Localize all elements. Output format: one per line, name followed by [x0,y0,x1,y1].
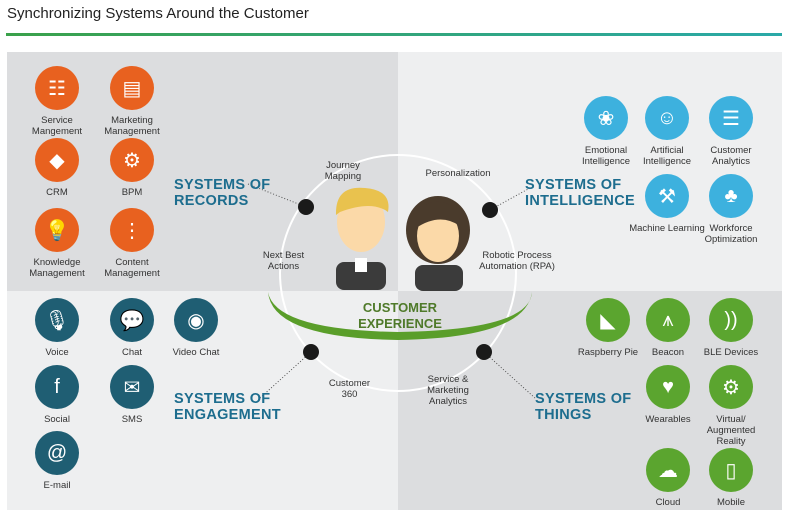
wireless-icon: )) [709,298,753,342]
label-journey-mapping: Journey Mapping [324,160,362,182]
connector-engagement [259,351,312,399]
item-raspberry-pie: ◣ Raspberry Pie [568,298,648,358]
item-label: SMS [121,414,143,425]
item-label: E-mail [43,480,71,491]
social-icon: f [35,365,79,409]
connector-things [483,351,536,399]
billboard-icon: ▤ [110,66,154,110]
item-label: Emotional Intelligence [581,145,631,167]
item-e-mail: @ E-mail [17,431,97,491]
item-label: Content Management [104,257,160,279]
item-label: Wearables [645,414,691,425]
item-label: Mobile [717,497,745,508]
item-label: BPM [121,187,143,198]
sliders-icon: ☷ [35,66,79,110]
item-workforce-optimization: ♣ Workforce Optimization [691,174,771,245]
orbit-circle [279,154,517,392]
pie-icon: ◣ [586,298,630,342]
share-nodes-icon: ⋮ [110,208,154,252]
beacon-icon: ⩚ [646,298,690,342]
item-sms: ✉ SMS [92,365,172,425]
brain-icon: ❀ [584,96,628,140]
item-bpm: ⚙ BPM [92,138,172,198]
handshake-icon: ◆ [35,138,79,182]
item-label: Artificial Intelligence [642,145,692,167]
item-cloud: ☁ Cloud [628,448,708,508]
item-label: Beacon [651,347,685,358]
title-underline [6,33,782,36]
node-things [476,344,492,360]
customer-experience-title: CUSTOMER EXPERIENCE [358,300,442,331]
item-label: Service Mangement [31,115,83,137]
item-crm: ◆ CRM [17,138,97,198]
item-label: Video Chat [172,347,220,358]
label-service-marketing-analytics: Service & Marketing Analytics [427,374,469,407]
lightbulb-icon: 💡 [35,208,79,252]
item-video-chat: ◉ Video Chat [156,298,236,358]
experience-arc [268,292,532,340]
item-label: Machine Learning [629,223,705,234]
item-machine-learning: ⚒ Machine Learning [627,174,707,234]
robot-arm-icon: ⚒ [645,174,689,218]
man-avatar [335,187,389,290]
webcam-icon: ◉ [174,298,218,342]
item-label: Marketing Management [104,115,160,137]
smartwatch-icon: ♥ [646,365,690,409]
item-emotional-intelligence: ❀ Emotional Intelligence [566,96,646,167]
report-icon: ☰ [709,96,753,140]
item-mobile: ▯ Mobile [691,448,771,508]
item-label: Customer Analytics [710,145,752,167]
chat-bubble-icon: 💬 [110,298,154,342]
org-chart-icon: ♣ [709,174,753,218]
cloud-icon: ☁ [646,448,690,492]
item-wearables: ♥ Wearables [628,365,708,425]
at-icon: @ [35,431,79,475]
label-rpa: Robotic Process Automation (RPA) [479,250,555,272]
item-beacon: ⩚ Beacon [628,298,708,358]
connector-records [247,183,307,208]
woman-avatar [406,196,470,291]
node-intelligence [482,202,498,218]
item-chat: 💬 Chat [92,298,172,358]
item-marketing-management: ▤ Marketing Management [92,66,172,137]
head-gears-icon: ⚙ [709,365,753,409]
item-ble-devices: )) BLE Devices [691,298,771,358]
item-knowledge-management: 💡 Knowledge Management [17,208,97,279]
item-label: BLE Devices [703,347,759,358]
label-next-best-actions: Next Best Actions [262,250,305,272]
item-artificial-intelligence: ☺ Artificial Intelligence [627,96,707,167]
item-label: Workforce Optimization [704,223,758,245]
item-label: Voice [45,347,69,358]
item-label: Chat [121,347,143,358]
item-voice: 🎙 Voice [17,298,97,358]
item-service-mangement: ☷ Service Mangement [17,66,97,137]
item-customer-analytics: ☰ Customer Analytics [691,96,771,167]
sms-icon: ✉ [110,365,154,409]
item-label: Knowledge Management [29,257,85,279]
phone-icon: ▯ [709,448,753,492]
microphone-icon: 🎙 [35,298,79,342]
item-label: Cloud [655,497,681,508]
label-personalization: Personalization [425,168,491,179]
item-label: CRM [46,187,68,198]
page-title: Synchronizing Systems Around the Custome… [7,5,309,22]
item-content-management: ⋮ Content Management [92,208,172,279]
item-virtual-augmented-reality: ⚙ Virtual/ Augmented Reality [691,365,771,447]
node-engagement [303,344,319,360]
item-label: Social [44,414,70,425]
item-label: Raspberry Pie [577,347,639,358]
item-label: Virtual/ Augmented Reality [706,414,756,447]
label-customer-360: Customer 360 [328,378,371,400]
ai-head-icon: ☺ [645,96,689,140]
gears-icon: ⚙ [110,138,154,182]
node-records [298,199,314,215]
